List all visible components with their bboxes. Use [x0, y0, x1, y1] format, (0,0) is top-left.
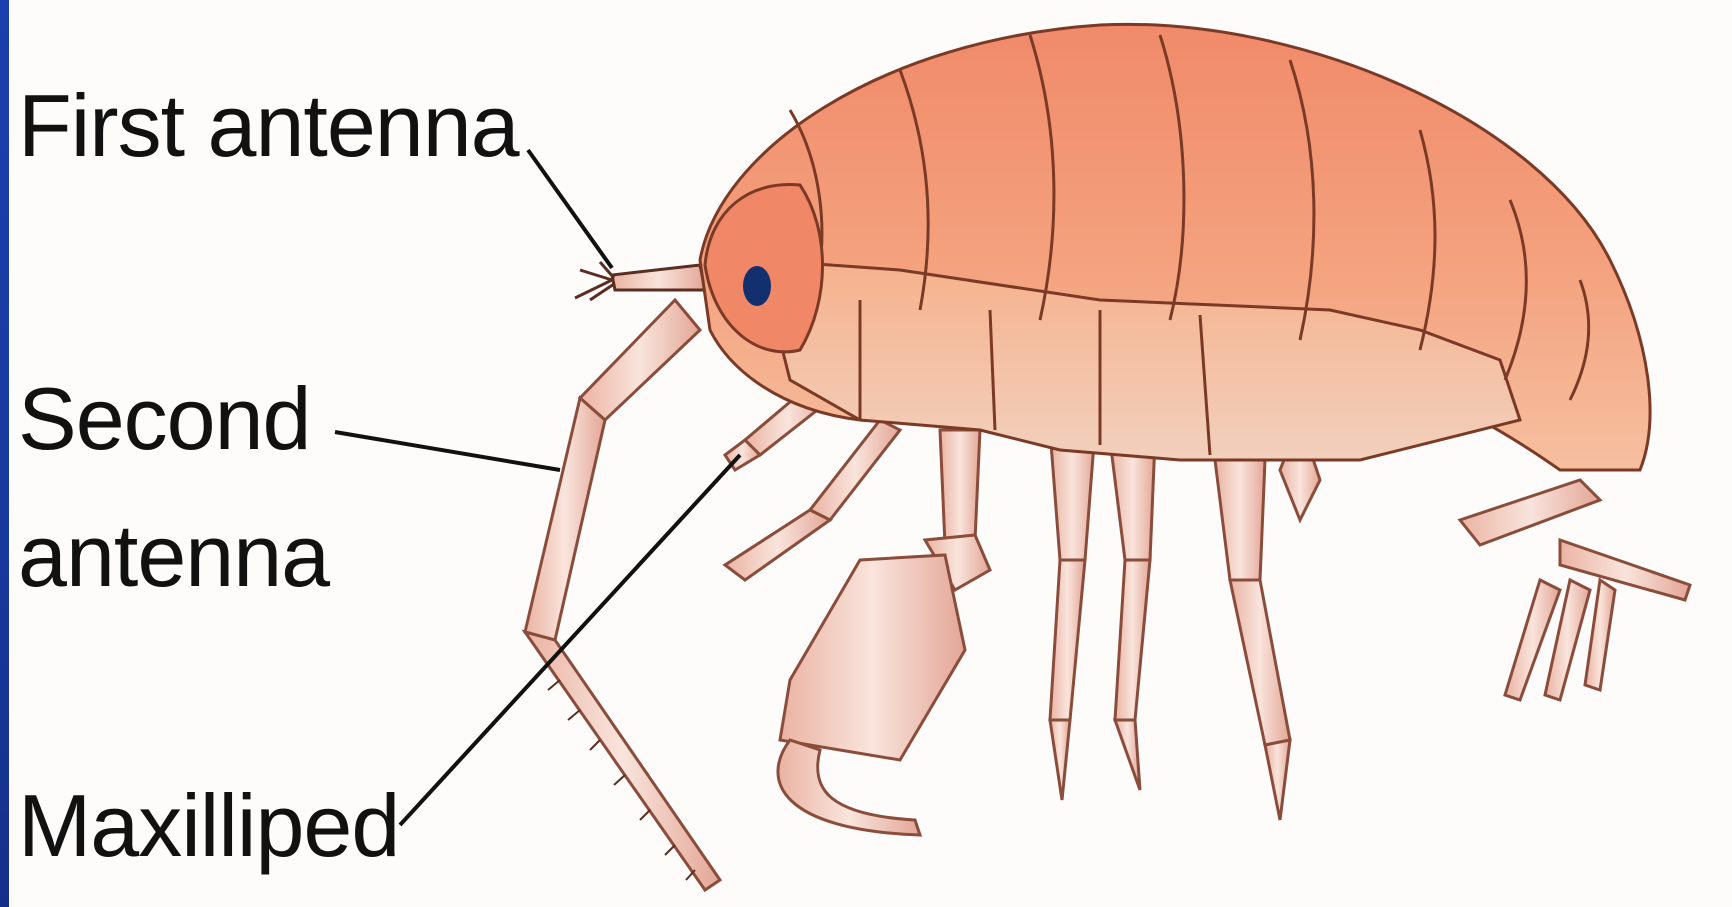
second-antenna [525, 300, 720, 890]
gnathopod [778, 430, 990, 835]
leader-first-antenna [528, 150, 612, 268]
walking-legs [1050, 420, 1320, 820]
second-antenna-label-line2: antenna [18, 512, 329, 600]
eye-icon [743, 266, 771, 306]
second-antenna-label-line1: Second [18, 375, 310, 463]
leader-lines [335, 150, 740, 825]
leader-second-antenna [335, 432, 560, 470]
first-antenna [575, 262, 705, 300]
body [700, 24, 1650, 470]
maxilliped-label: Maxilliped [18, 782, 399, 870]
uropods [1460, 480, 1690, 700]
first-antenna-label: First antenna [18, 82, 519, 170]
